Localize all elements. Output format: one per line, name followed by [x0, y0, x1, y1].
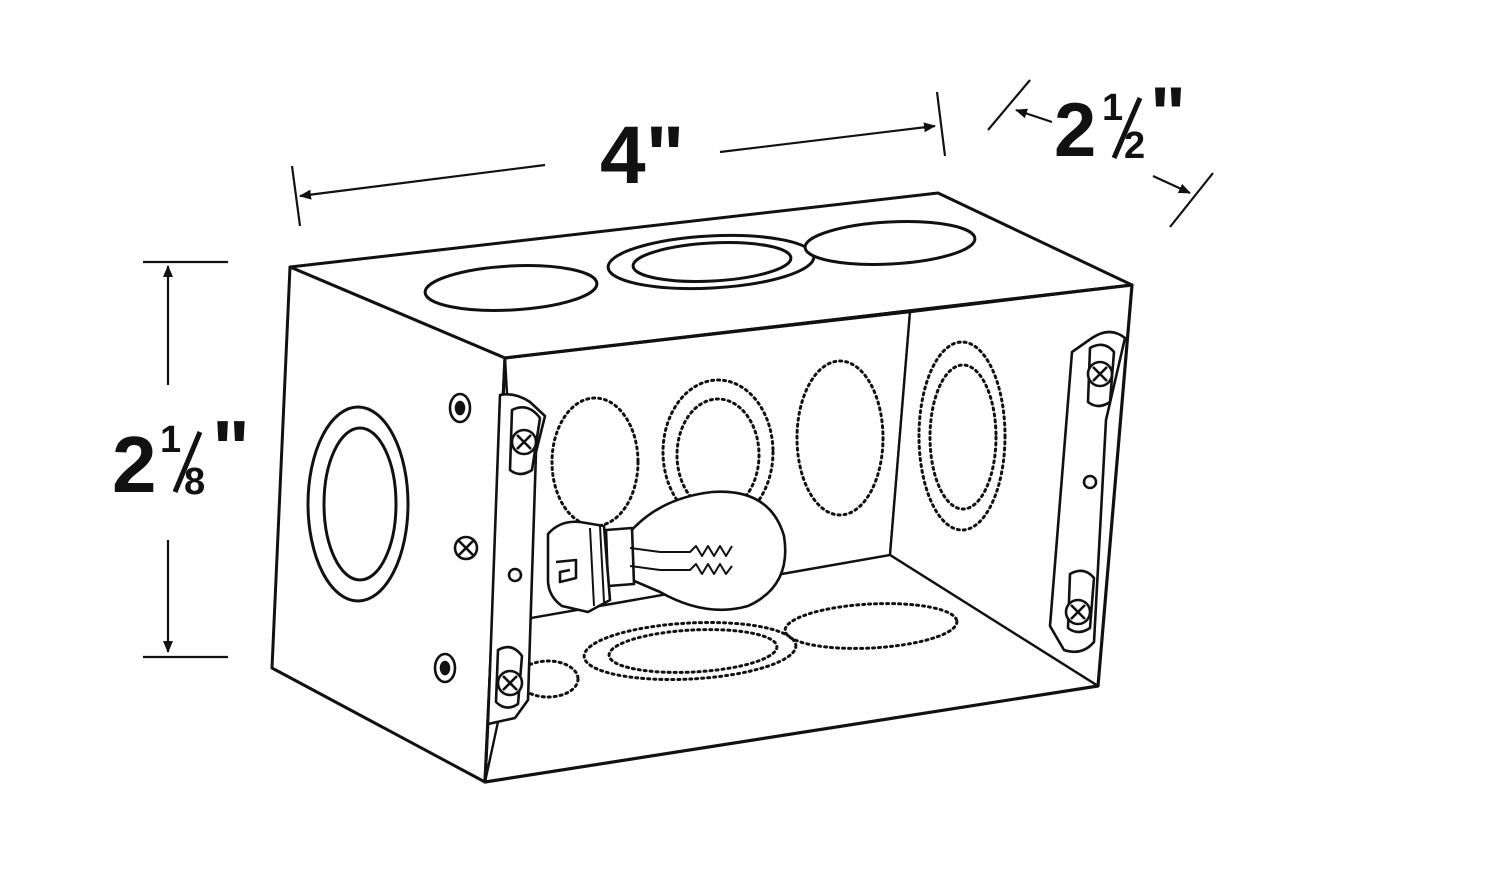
rivet-top-inner [454, 400, 466, 416]
left-bracket-hole [507, 567, 523, 583]
bulb-glass [628, 490, 787, 612]
socket-ribs [589, 525, 605, 607]
side-rivets [433, 392, 479, 684]
top-knockout-right [803, 220, 977, 266]
depth-arrow-bottom [1152, 175, 1191, 194]
right-bracket-hole [1082, 474, 1098, 490]
back-knockout-3 [795, 359, 885, 517]
depth-extension-top [987, 79, 1031, 131]
right-bracket-screw-top-slot [1092, 366, 1108, 382]
depth-label: 2 1 2 " [1054, 72, 1186, 173]
right-bracket-screw-bottom-slot [1070, 604, 1086, 620]
width-dimension [290, 91, 947, 227]
svg-text:8: 8 [184, 461, 205, 503]
depth-inch-mark: " [1150, 72, 1186, 157]
svg-text:2: 2 [1124, 125, 1145, 167]
svg-text:1: 1 [160, 419, 181, 461]
floor-knockout-left [516, 659, 580, 699]
width-label: 4" [600, 110, 685, 201]
depth-denominator: 2 [1124, 125, 1145, 167]
depth-extension-bottom [1169, 172, 1214, 228]
width-whole: 4 [600, 110, 646, 201]
side-knockout-inner [322, 426, 398, 582]
bulb-socket [546, 520, 612, 614]
depth-whole: 2 [1054, 88, 1096, 173]
top-knockout-center-inner [631, 241, 793, 283]
right-knockout-outer [917, 340, 1007, 532]
svg-text:2: 2 [112, 420, 157, 509]
bulb-stem [629, 547, 661, 571]
left-bracket-screw-bottom-slot [502, 675, 518, 691]
depth-dimension [987, 79, 1214, 228]
left-bracket-strap [486, 393, 547, 726]
height-denominator: 8 [184, 461, 205, 503]
right-wall-knockouts [917, 340, 1007, 532]
svg-text:1: 1 [1102, 87, 1123, 129]
bulb-filament [660, 545, 733, 575]
light-bulb-assembly [546, 490, 787, 614]
width-arrow-left [299, 163, 546, 200]
bulb-neck [604, 526, 636, 588]
screw-middle-left-slot [458, 540, 474, 556]
top-knockout-left [423, 264, 599, 312]
left-bracket-screw-top-slot [516, 434, 532, 450]
height-dimension [143, 260, 228, 659]
left-mounting-bracket [486, 393, 547, 726]
width-extension-right [935, 91, 947, 157]
svg-text:": " [1150, 72, 1186, 157]
floor-knockout-center-inner [607, 628, 779, 674]
socket-clip [555, 558, 578, 584]
width-arrow-right [719, 122, 936, 154]
svg-text:2: 2 [1054, 88, 1096, 173]
height-whole: 2 [112, 420, 157, 509]
width-inch-mark: " [646, 110, 685, 201]
right-bracket-strap [1048, 330, 1127, 654]
depth-arrow-top [1015, 108, 1053, 124]
height-numerator: 1 [160, 419, 181, 461]
rivet-bottom-inner [439, 660, 451, 676]
right-knockout-inner [928, 363, 998, 511]
depth-fraction-bar [1111, 97, 1143, 159]
width-extension-left [290, 165, 302, 227]
height-label: 2 1 8 " [112, 404, 250, 509]
height-inch-mark: " [212, 404, 250, 493]
back-knockout-2-outer [661, 378, 775, 526]
svg-text:": " [212, 404, 250, 493]
side-knockout [306, 405, 410, 603]
height-fraction-bar [172, 431, 203, 493]
depth-numerator: 1 [1102, 87, 1123, 129]
top-knockouts [423, 220, 977, 312]
right-mounting-bracket [1048, 330, 1127, 654]
floor-knockout-center-outer [582, 620, 798, 682]
floor-knockouts [516, 602, 959, 699]
floor-knockout-right [783, 602, 959, 650]
